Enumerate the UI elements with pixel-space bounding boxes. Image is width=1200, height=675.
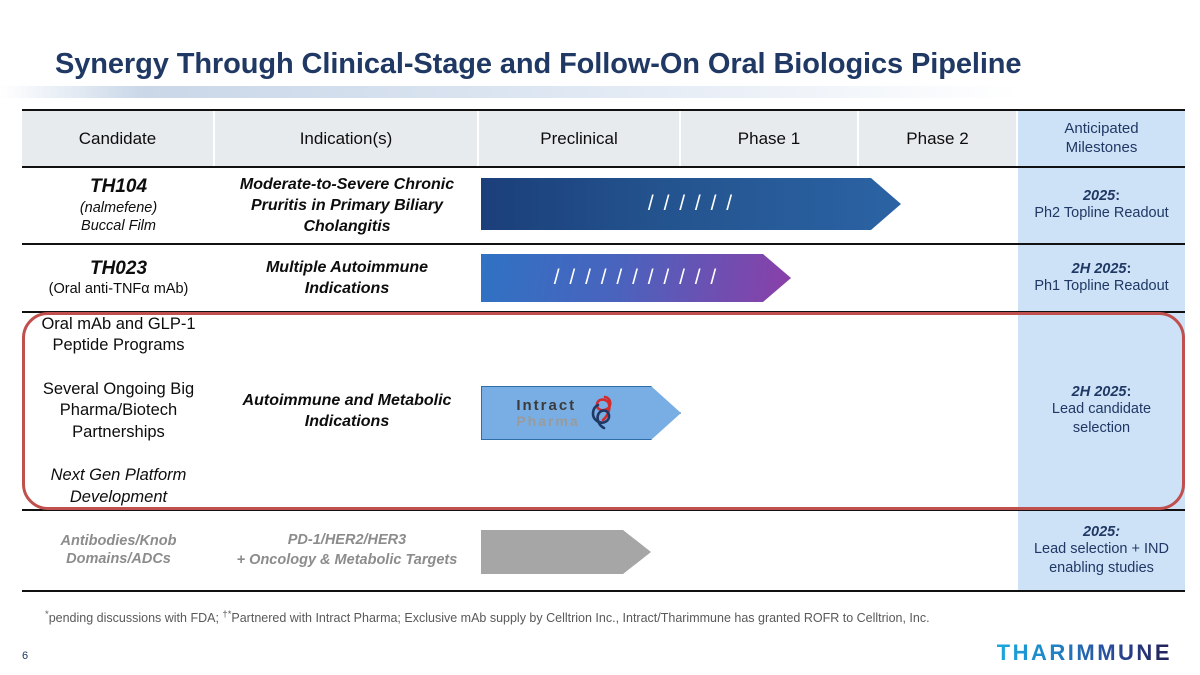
cell-phase2-th104 <box>859 168 1018 243</box>
candidate-block3-line1: Next Gen Platform <box>50 466 187 485</box>
cell-phase2-th023 <box>859 245 1018 311</box>
milestone-detail: Ph2 Topline Readout <box>1034 205 1169 222</box>
candidate-block1-line1: Oral mAb and GLP-1 <box>41 314 196 333</box>
candidate-subtitle-1: (nalmefene) <box>79 199 158 216</box>
cell-phase1-antibodies <box>681 511 859 590</box>
table-row-th104: TH104 (nalmefene) Buccal Film Moderate-t… <box>22 168 1185 245</box>
candidate-block1-line2: Peptide Programs <box>52 336 185 355</box>
company-logo-tharimmune: THARIMMUNE <box>996 640 1172 665</box>
header-indication: Indication(s) <box>215 111 479 166</box>
cell-candidate-th023: TH023 (Oral anti-TNFα mAb) <box>22 245 215 311</box>
footnote: *pending discussions with FDA; †*Partner… <box>45 609 930 626</box>
milestone-headline: 2H 2025: <box>1072 384 1132 400</box>
candidate-name: Antibodies/Knob <box>60 533 177 550</box>
title-underline-rule <box>0 86 1200 98</box>
cell-phase2-antibodies <box>859 511 1018 590</box>
cell-preclinical-antibodies <box>479 511 681 590</box>
cell-preclinical-th104 <box>479 168 681 243</box>
milestone-headline: 2025: <box>1082 523 1121 540</box>
candidate-block3-line2: Development <box>69 487 168 506</box>
cell-candidate-th104: TH104 (nalmefene) Buccal Film <box>22 168 215 243</box>
milestone-headline: 2025: <box>1083 188 1120 204</box>
cell-milestone-th023: 2H 2025: Ph1 Topline Readout <box>1018 245 1185 311</box>
candidate-subtitle-2: Buccal Film <box>81 218 156 235</box>
header-anticipated-milestones: Anticipated Milestones <box>1018 111 1185 166</box>
page-title: Synergy Through Clinical-Stage and Follo… <box>55 48 1022 80</box>
cell-preclinical-oral-platform <box>479 313 681 509</box>
indication-line-2: + Oncology & Metabolic Targets <box>236 551 458 568</box>
candidate-block2-line3: Partnerships <box>72 422 165 441</box>
table-row-th023: TH023 (Oral anti-TNFα mAb) Multiple Auto… <box>22 245 1185 313</box>
candidate-subtitle-1: (Oral anti-TNFα mAb) <box>48 281 189 298</box>
milestone-date: 2H 2025 <box>1071 384 1127 401</box>
candidate-name: TH104 <box>89 175 148 197</box>
cell-phase2-oral-platform <box>859 313 1018 509</box>
cell-milestone-th104: 2025: Ph2 Topline Readout <box>1018 168 1185 243</box>
candidate-block-partnerships: Several Ongoing Big Pharma/Biotech Partn… <box>43 379 194 443</box>
milestone-date: 2H 2025 <box>1071 260 1127 277</box>
cell-indication-oral-platform: Autoimmune and Metabolic Indications <box>215 313 479 509</box>
candidate-block2-line2: Pharma/Biotech <box>59 401 178 420</box>
candidate-block2-line1: Several Ongoing Big <box>42 379 195 398</box>
candidate-block-next-gen: Next Gen Platform Development <box>51 465 187 508</box>
cell-milestone-antibodies: 2025: Lead selection + IND enabling stud… <box>1018 511 1185 590</box>
pipeline-table: Candidate Indication(s) Preclinical Phas… <box>22 109 1185 592</box>
candidate-subtitle-1: Domains/ADCs <box>66 551 171 568</box>
cell-candidate-antibodies: Antibodies/Knob Domains/ADCs <box>22 511 215 590</box>
cell-phase1-oral-platform <box>681 313 859 509</box>
header-milestones-line-2: Milestones <box>1065 138 1138 156</box>
header-milestones-line-1: Anticipated <box>1064 119 1139 137</box>
table-header-row: Candidate Indication(s) Preclinical Phas… <box>22 109 1185 168</box>
milestone-detail: Ph1 Topline Readout <box>1034 277 1169 294</box>
milestone-colon: : <box>1126 260 1132 277</box>
table-row-antibodies: Antibodies/Knob Domains/ADCs PD-1/HER2/H… <box>22 511 1185 592</box>
indication-text: Moderate-to-Severe Chronic Pruritis in P… <box>239 175 455 236</box>
milestone-detail: Lead selection + IND enabling studies <box>1033 540 1169 576</box>
cell-indication-antibodies: PD-1/HER2/HER3 + Oncology & Metabolic Ta… <box>215 511 479 590</box>
table-row-oral-platform: Oral mAb and GLP-1 Peptide Programs Seve… <box>22 313 1185 511</box>
indication-text: Autoimmune and Metabolic Indications <box>242 391 452 430</box>
indication-text: Multiple Autoimmune Indications <box>265 258 429 297</box>
indication-line-1: PD-1/HER2/HER3 <box>287 532 407 549</box>
cell-preclinical-th023 <box>479 245 681 311</box>
cell-indication-th023: Multiple Autoimmune Indications <box>215 245 479 311</box>
cell-phase1-th023 <box>681 245 859 311</box>
milestone-colon: : <box>1126 384 1132 401</box>
candidate-name: TH023 <box>89 257 148 279</box>
milestone-detail: Lead candidate selection <box>1051 401 1152 436</box>
candidate-block-oral-mab: Oral mAb and GLP-1 Peptide Programs <box>41 314 195 357</box>
header-candidate: Candidate <box>22 111 215 166</box>
page-number: 6 <box>22 650 29 662</box>
header-phase-1: Phase 1 <box>681 111 859 166</box>
cell-indication-th104: Moderate-to-Severe Chronic Pruritis in P… <box>215 168 479 243</box>
cell-milestone-oral-platform: 2H 2025: Lead candidate selection <box>1018 313 1185 509</box>
header-phase-2: Phase 2 <box>859 111 1018 166</box>
header-preclinical: Preclinical <box>479 111 681 166</box>
milestone-colon: : <box>1115 188 1121 205</box>
milestone-date: 2025 <box>1082 188 1116 205</box>
cell-candidate-oral-platform: Oral mAb and GLP-1 Peptide Programs Seve… <box>22 313 215 509</box>
cell-phase1-th104 <box>681 168 859 243</box>
milestone-headline: 2H 2025: <box>1072 261 1132 277</box>
